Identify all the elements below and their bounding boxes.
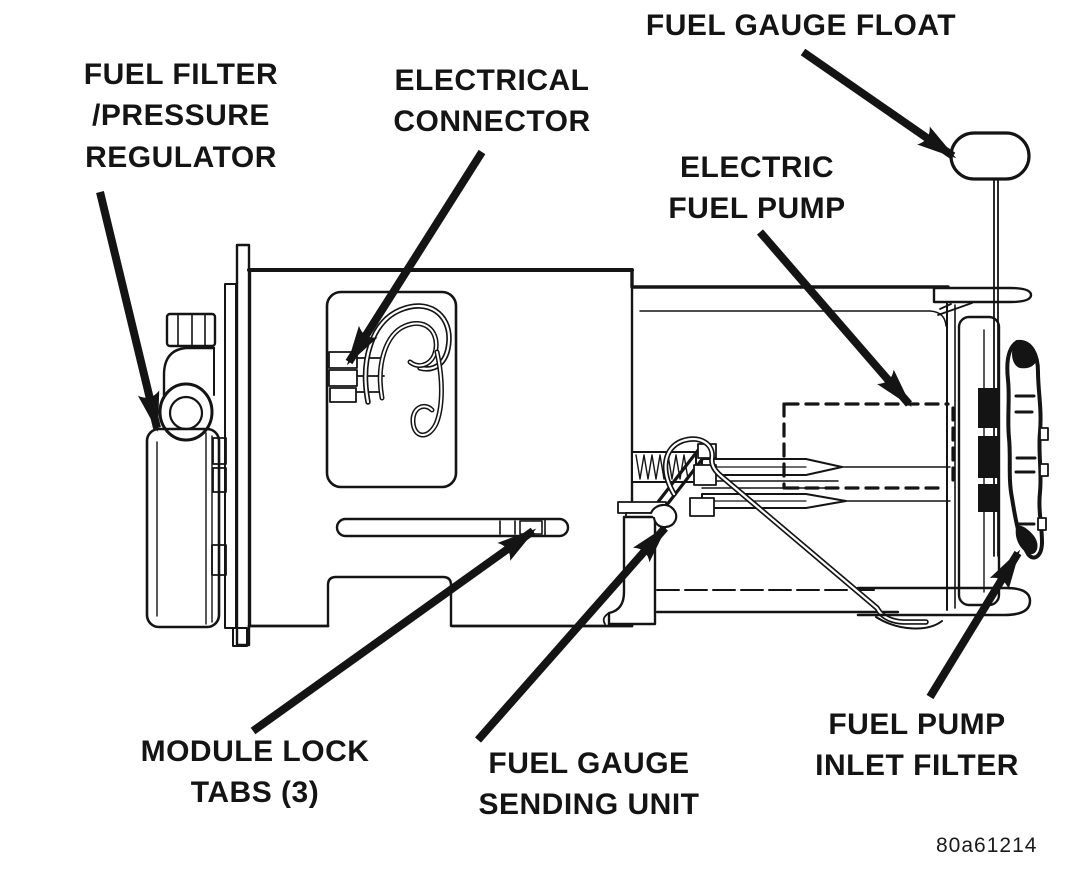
arrow-module-lock-tabs [250, 527, 537, 735]
figure-code: 80a61214 [936, 834, 1038, 857]
filter-canister [145, 427, 221, 629]
module-mounting-flange [224, 243, 251, 647]
label-line: REGULATOR [85, 140, 277, 174]
label-line: FUEL PUMP [828, 708, 1006, 741]
fuel-filter-pressure-regulator-assembly [145, 312, 227, 629]
label-line: TABS (3) [190, 776, 320, 810]
label-electrical-connector: ELECTRICAL CONNECTOR [393, 60, 590, 143]
arrow-fuel-pump-inlet-filter [926, 549, 1022, 700]
label-fuel-gauge-float: FUEL GAUGE FLOAT [646, 5, 956, 46]
fuel-pump-inlet-filter-shape [1005, 339, 1049, 560]
label-line: FUEL GAUGE FLOAT [645, 9, 957, 42]
label-line: /PRESSURE [92, 99, 270, 133]
float-rod-bracket [932, 286, 1033, 316]
connector-terminal [329, 387, 357, 403]
fuel-gauge-float-shape [949, 131, 1031, 181]
label-line: INLET FILTER [815, 749, 1019, 783]
label-line: CONNECTOR [393, 105, 591, 139]
pump-supply-tubes [701, 458, 951, 509]
label-line: ELECTRIC [679, 151, 834, 184]
label-line: MODULE LOCK [140, 735, 370, 768]
label-line: FUEL FILTER [83, 58, 279, 91]
electrical-connector-assembly [325, 290, 458, 489]
arrow-electric-fuel-pump [756, 229, 913, 408]
arrow-electrical-connector [345, 149, 486, 366]
connector-wires [362, 303, 452, 438]
label-fuel-gauge-sending-unit: FUEL GAUGE SENDING UNIT [478, 743, 699, 826]
arrow-fuel-gauge-sending-unit [475, 525, 668, 743]
pump-end-cap [946, 302, 1001, 611]
electric-fuel-pump-dashed-outline [782, 402, 955, 490]
bottom-support-bracket [856, 586, 1032, 630]
arrow-fuel-filter-pressure-regulator [96, 191, 161, 432]
connector-terminal [328, 369, 358, 387]
label-electric-fuel-pump: ELECTRIC FUEL PUMP [668, 147, 845, 230]
label-line: SENDING UNIT [478, 788, 700, 822]
label-line: FUEL PUMP [668, 192, 846, 226]
label-fuel-pump-inlet-filter: FUEL PUMP INLET FILTER [815, 704, 1019, 787]
label-fuel-filter-pressure-regulator: FUEL FILTER /PRESSURE REGULATOR [84, 54, 278, 178]
callout-arrows [96, 48, 1022, 743]
fuel-gauge-sending-unit-assembly [602, 436, 929, 626]
label-line: FUEL GAUGE [488, 747, 690, 780]
label-line: ELECTRICAL [394, 64, 590, 97]
connector-window [325, 290, 458, 489]
arrow-fuel-gauge-float [800, 48, 957, 160]
float-rod [993, 151, 999, 557]
label-module-lock-tabs: MODULE LOCK TABS (3) [141, 731, 370, 814]
